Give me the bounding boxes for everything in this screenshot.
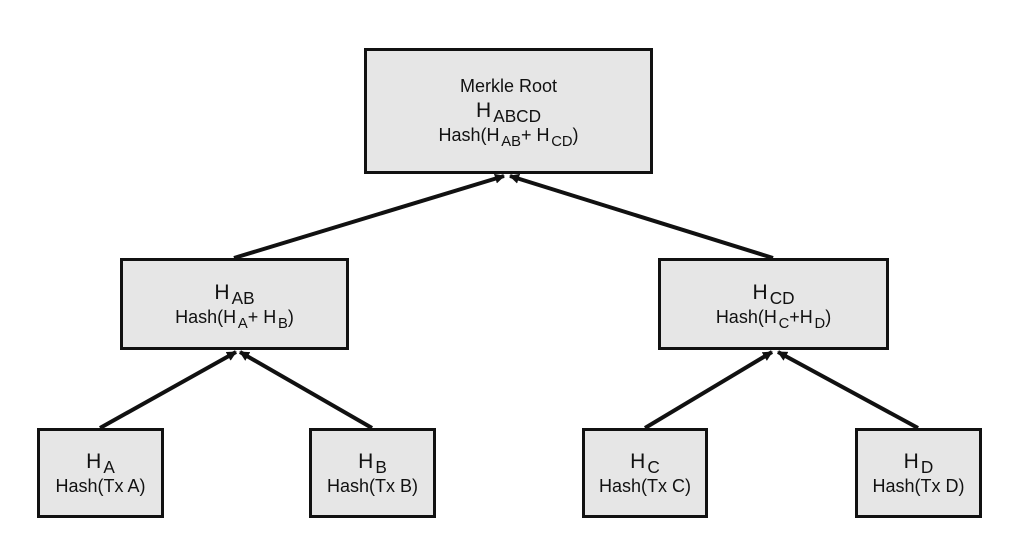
formula-suffix: ) [825, 306, 832, 327]
hash-subscript: C [647, 457, 660, 478]
hash-subscript: A [103, 457, 115, 478]
hash-subscript: B [375, 457, 387, 478]
hash-symbol: H [752, 280, 768, 304]
hash-subscript: ABCD [493, 106, 542, 127]
formula-plus: + H [247, 306, 277, 327]
hash-subscript: D [920, 457, 934, 478]
formula-subscript-1: C [778, 315, 790, 332]
hash-symbol: H [214, 280, 230, 304]
formula-subscript-1: AB [501, 133, 521, 150]
merkle-root-title: Merkle Root [459, 76, 558, 97]
arrow-ab-to-root [233, 173, 505, 260]
hash-symbol: H [630, 449, 646, 473]
formula-subscript-2: CD [551, 133, 573, 150]
formula-suffix: ) [572, 125, 579, 146]
arrow-a-to-ab [99, 350, 237, 430]
formula-subscript-1: A [237, 315, 248, 332]
formula-prefix: Hash(H [175, 306, 237, 327]
hash-symbol: H [903, 449, 919, 473]
formula-plus: + H [520, 125, 550, 146]
formula-prefix: Hash(H [715, 306, 777, 327]
arrow-d-to-cd [777, 350, 919, 430]
leaf-formula: Hash(Tx B) [326, 475, 418, 496]
formula-prefix: Hash(H [438, 125, 500, 146]
arrow-b-to-ab [239, 350, 373, 430]
arrow-cd-to-root [509, 173, 774, 260]
formula-suffix: ) [287, 306, 294, 327]
hash-symbol: H [86, 449, 102, 473]
leaf-formula: Hash(Tx D) [872, 475, 965, 496]
formula-plus: +H [789, 306, 813, 327]
hash-subscript: AB [231, 288, 255, 309]
formula-subscript-2: D [814, 315, 826, 332]
leaf-formula: Hash(Tx A) [55, 475, 146, 496]
hash-symbol: H [358, 449, 374, 473]
leaf-formula: Hash(Tx C) [598, 475, 691, 496]
hash-symbol: H [475, 98, 492, 122]
hash-subscript: CD [769, 288, 795, 309]
arrow-c-to-cd [643, 350, 774, 430]
formula-subscript-2: B [278, 315, 288, 332]
